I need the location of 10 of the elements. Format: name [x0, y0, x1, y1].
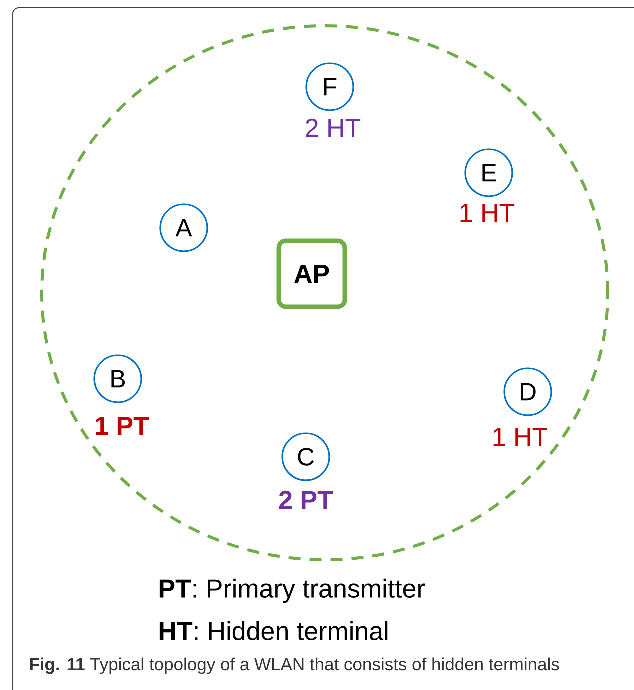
access-point-box: AP: [276, 238, 348, 310]
coverage-range-circle: [40, 24, 610, 562]
station-count-label: 2 PT: [279, 490, 334, 510]
station-count-label: 1 PT: [96, 417, 150, 435]
station-count-label: 1 HT: [460, 204, 515, 222]
legend-entry: PT: Primary transmitter: [160, 578, 425, 604]
station-count-label: 2 HT: [306, 118, 361, 138]
legend-entry: HT: Hidden terminal: [160, 621, 388, 641]
station-count-label: 1 HT: [494, 428, 548, 446]
figure-caption: Fig. 11 Typical topology of a WLAN that consists of hidden terminals: [30, 658, 560, 674]
